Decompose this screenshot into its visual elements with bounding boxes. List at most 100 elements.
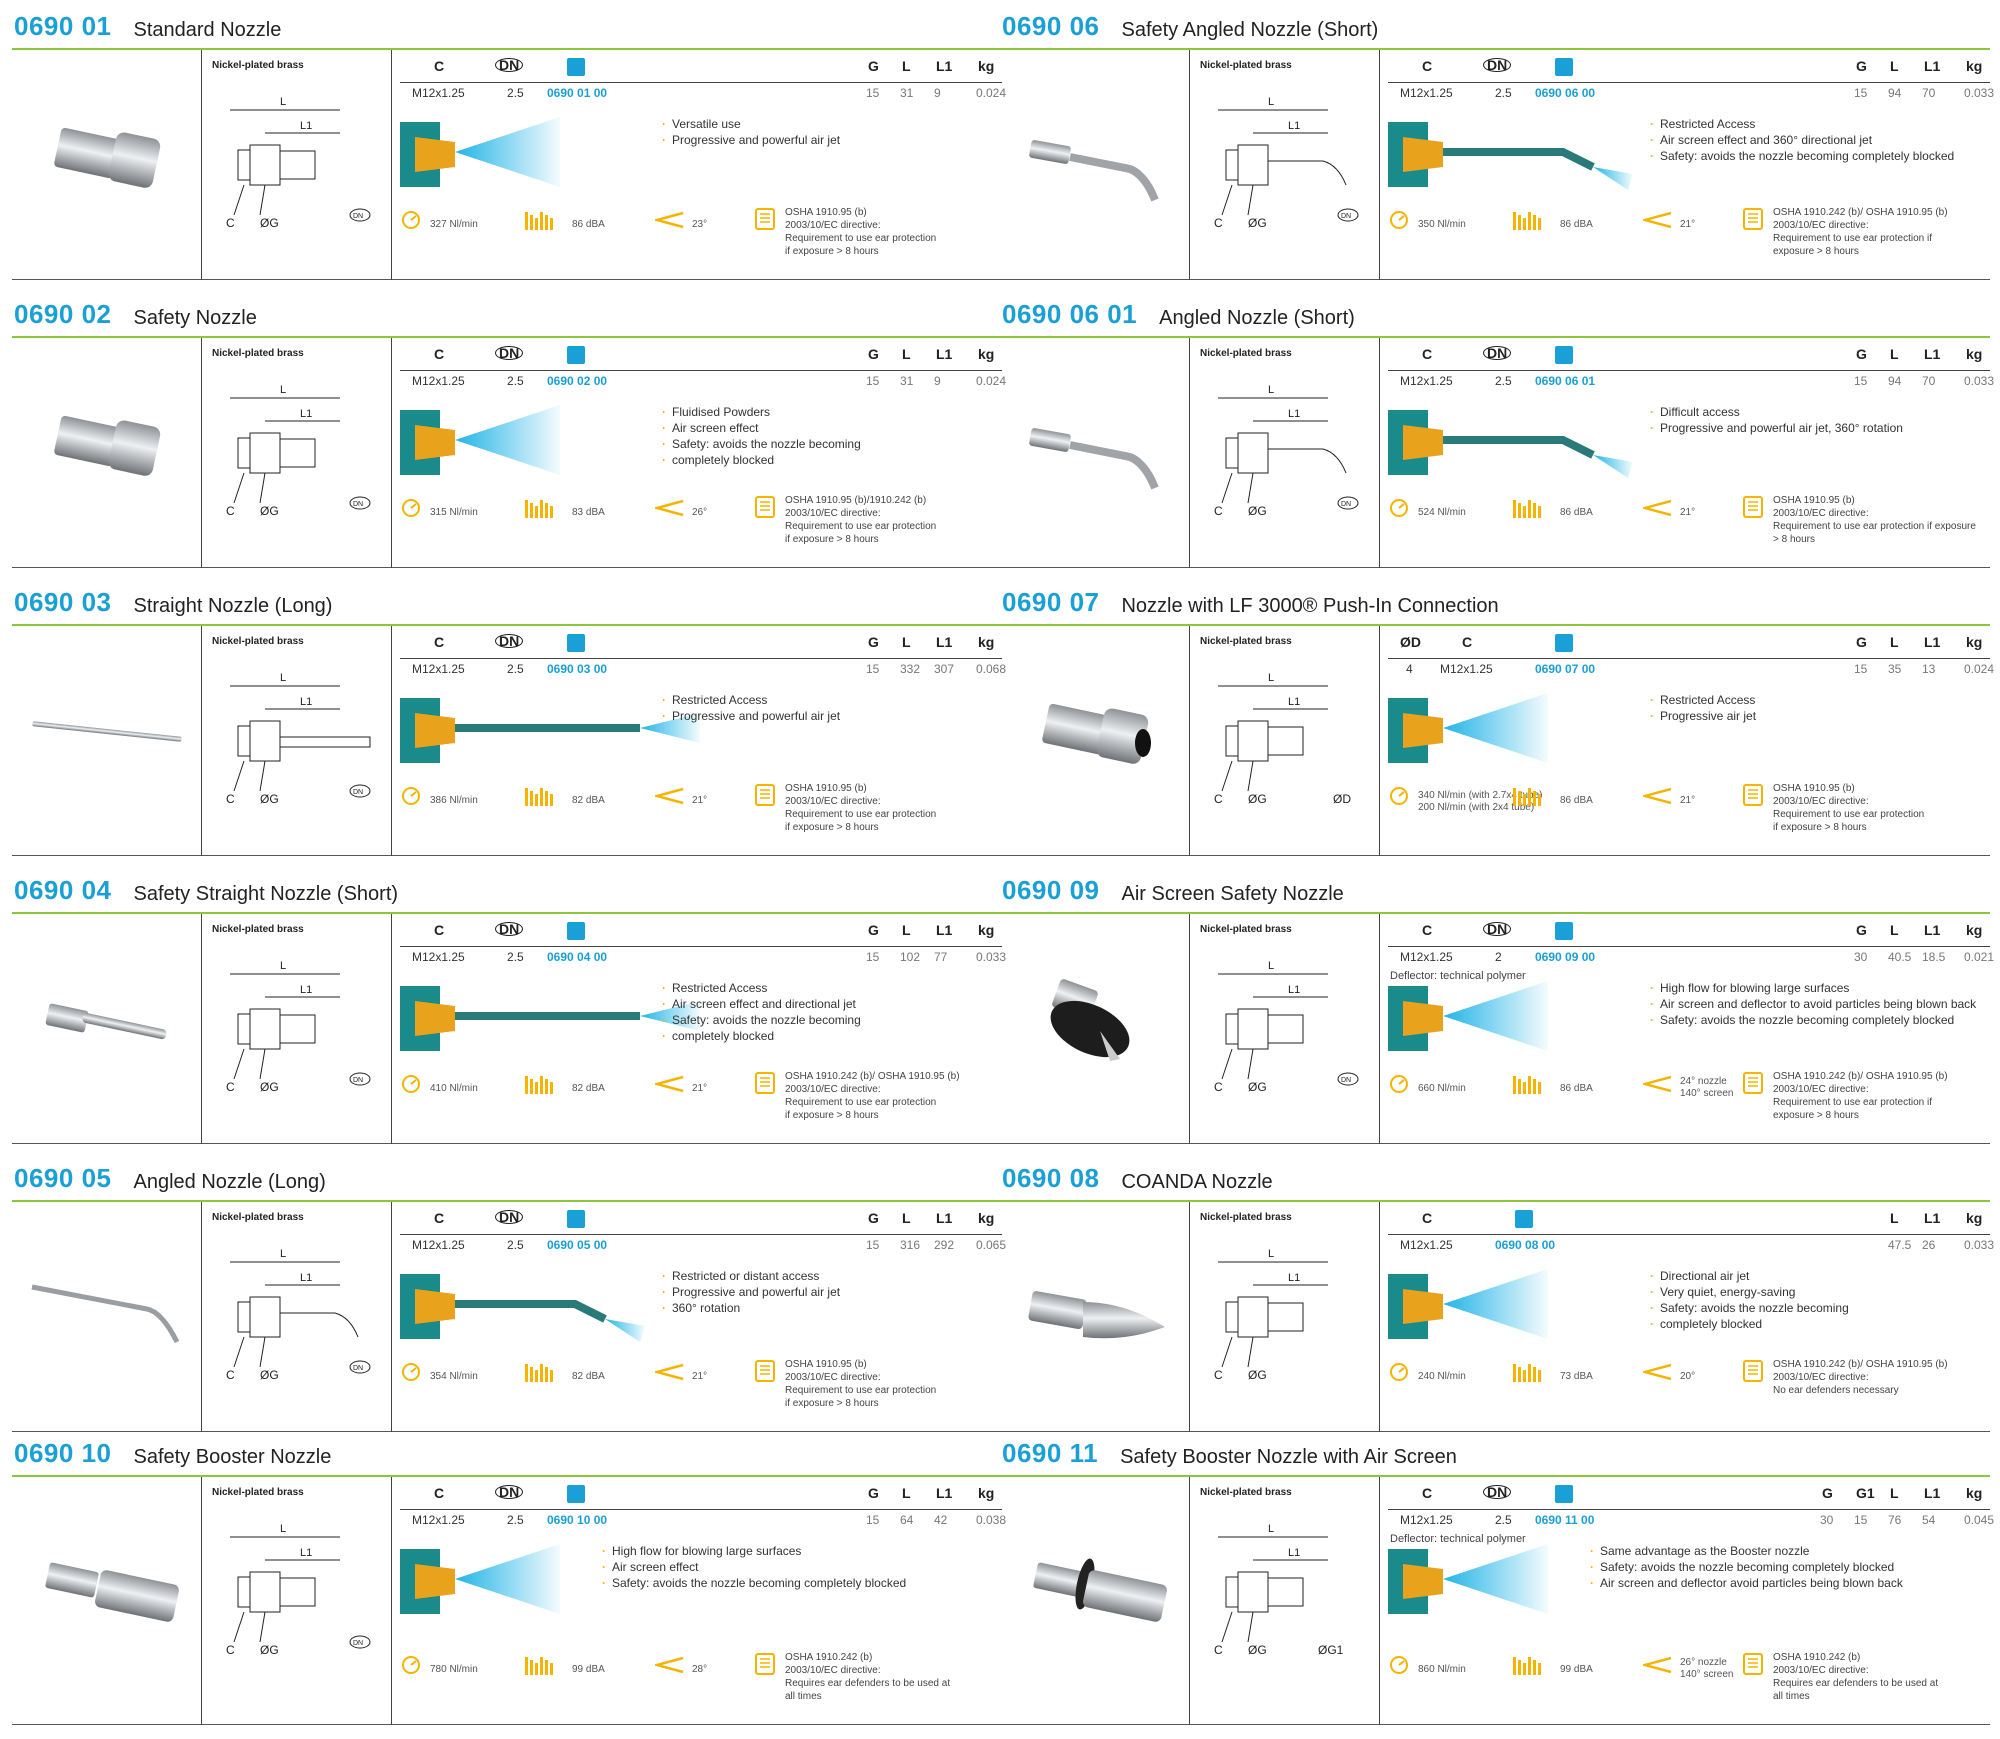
header-divider — [12, 912, 1002, 914]
air-flow-icon — [402, 1656, 420, 1674]
feature-item: Very quiet, energy-saving — [1650, 1284, 1849, 1300]
leader-og — [1247, 1048, 1254, 1080]
spec-table-rule — [400, 370, 1002, 371]
product-code: 0690 08 — [1002, 1163, 1100, 1193]
nozzle-photo — [45, 1003, 167, 1040]
osha-line: OSHA 1910.95 (b)/1910.242 (b) — [785, 495, 927, 506]
value-g: 15 — [866, 1238, 880, 1252]
label-l: L — [1268, 1248, 1274, 1260]
material-label: Nickel-plated brass — [212, 1487, 304, 1498]
leader-og — [1247, 760, 1254, 792]
reference-icon — [1515, 1210, 1533, 1228]
body-outline — [1237, 144, 1269, 186]
spec-table-rule — [400, 1509, 1002, 1510]
noise-value: 86 dBA — [572, 219, 605, 230]
feature-item: Safety: avoids the nozzle becoming compl… — [602, 1575, 906, 1591]
value-dn: 2.5 — [1495, 374, 1512, 388]
jet-illustration — [1388, 981, 1548, 1051]
nozzle-knurl — [108, 132, 161, 188]
col-kg-header: kg — [1966, 1210, 1983, 1226]
card-bottom-rule — [12, 567, 1002, 568]
leader-og — [259, 1048, 266, 1080]
product-code: 0690 04 — [14, 875, 112, 905]
col-c-header: C — [434, 346, 445, 362]
air-flow-icon — [402, 1363, 420, 1381]
value-c: M12x1.25 — [1440, 662, 1493, 676]
material-label: Nickel-plated brass — [1200, 924, 1292, 935]
value-g1: 15 — [1854, 1513, 1868, 1527]
ear-protection-icon — [755, 784, 775, 806]
noise-bars-icon — [525, 1364, 553, 1382]
value-l: 64 — [900, 1513, 914, 1527]
jet-angle-value: 26° — [692, 507, 708, 518]
feature-item: Safety: avoids the nozzle becoming compl… — [1650, 1012, 1976, 1028]
feature-item: Air screen and deflector avoid particles… — [1590, 1575, 1903, 1591]
feature-item: Same advantage as the Booster nozzle — [1590, 1543, 1903, 1559]
value-g: 15 — [1854, 662, 1868, 676]
air-jet — [1443, 693, 1548, 763]
nozzle-tube — [1069, 153, 1159, 202]
dn-marker — [1337, 496, 1359, 510]
product-photo-panel — [12, 50, 202, 280]
jet-angle-icon — [655, 787, 684, 805]
value-g: 15 — [866, 86, 880, 100]
jet-angle-icon — [655, 211, 684, 229]
noise-value: 86 dBA — [1560, 795, 1593, 806]
label-c: C — [226, 216, 235, 230]
value-g: 15 — [866, 950, 880, 964]
feature-item: Safety: avoids the nozzle becoming compl… — [1590, 1559, 1903, 1575]
leader-og — [259, 760, 266, 792]
jet-angle-value: 26° nozzle — [1680, 1657, 1727, 1668]
osha-line: OSHA 1910.242 (b) — [1773, 1652, 1861, 1663]
col-c-header: C — [1462, 634, 1473, 650]
value-c: M12x1.25 — [412, 950, 465, 964]
material-label: Nickel-plated brass — [212, 924, 304, 935]
value-c: M12x1.25 — [412, 662, 465, 676]
label-l: L — [280, 672, 286, 684]
feature-item: Safety: avoids the nozzle becoming compl… — [1650, 148, 1954, 164]
label-l: L — [1268, 384, 1274, 396]
noise-bars-icon — [525, 1657, 553, 1675]
value-l1: 70 — [1922, 86, 1936, 100]
air-flow-icon — [1390, 787, 1408, 805]
nozzle-body — [1033, 1562, 1087, 1598]
col-l1-header: L1 — [936, 1210, 953, 1226]
osha-regulation: OSHA 1910.242 (b)/ OSHA 1910.95 (b)2003/… — [1773, 206, 1948, 258]
col-g-header: G — [868, 1210, 879, 1226]
label-l1: L1 — [300, 408, 312, 420]
nozzle-section-insert — [1403, 1001, 1443, 1036]
jet-angle-value: 21° — [692, 795, 708, 806]
col-l-header: L — [1890, 922, 1899, 938]
tube-outline — [280, 1312, 359, 1338]
card-bottom-rule — [1000, 1431, 1990, 1432]
material-label: Nickel-plated brass — [1200, 1487, 1292, 1498]
value-c: M12x1.25 — [412, 1238, 465, 1252]
osha-line: 2003/10/EC directive: — [1773, 508, 1869, 519]
col-l-header: L — [902, 634, 911, 650]
reference-icon — [1555, 922, 1573, 940]
label-og: ØG — [260, 1643, 279, 1657]
leader-c — [233, 184, 245, 216]
reference-icon — [1555, 346, 1573, 364]
feature-item: Directional air jet — [1650, 1268, 1849, 1284]
osha-line: all times — [785, 1691, 822, 1702]
value-c: M12x1.25 — [1400, 950, 1453, 964]
noise-bars-icon — [1513, 1364, 1541, 1382]
col-c-header: C — [434, 634, 445, 650]
air-flow-value: 350 Nl/min — [1418, 219, 1466, 230]
col-kg-header: kg — [1966, 346, 1983, 362]
deflector-disc — [1075, 1558, 1095, 1610]
col-l1-header: L1 — [1924, 346, 1941, 362]
jet-angle-value: 21° — [1680, 795, 1696, 806]
